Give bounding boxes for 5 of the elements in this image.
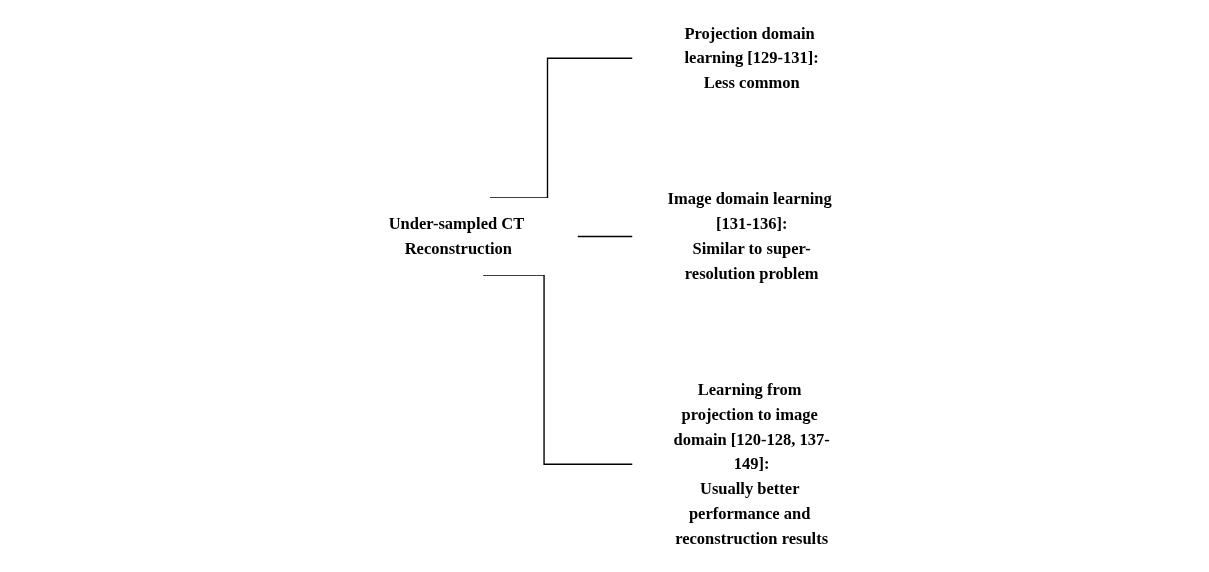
connector xyxy=(576,235,633,238)
node-text: Learning from projection to image domain [120-128, 137-149]: Usually better performance and reconstruction results xyxy=(673,380,830,548)
node-text: Projection domain learning [129-131]: Less common xyxy=(683,23,819,92)
connector xyxy=(488,57,633,199)
node-text: Image domain learning [131-136]: Similar to super-resolution problem xyxy=(667,189,832,283)
